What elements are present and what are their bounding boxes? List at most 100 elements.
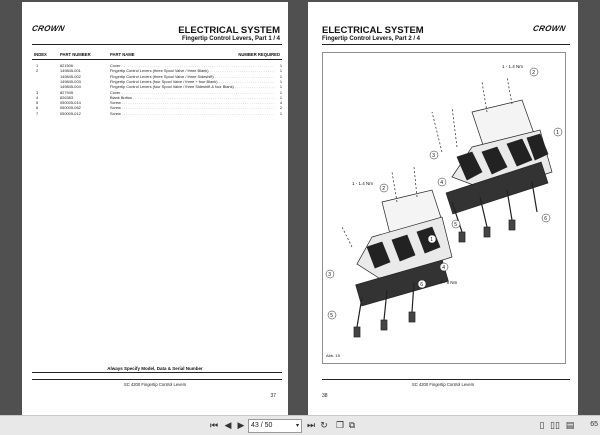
header-rule [322,44,570,45]
row-index: 3 [36,89,39,95]
svg-text:3: 3 [432,153,435,159]
col-header-part-number: PART NUMBER [60,52,91,57]
page-subtitle: Fingertip Control Levers, Part 1 / 4 [181,36,280,42]
upper-assembly-drawing [431,76,553,243]
two-page-icon[interactable]: ▯▯ [550,421,560,431]
row-quantity: 1 [278,94,282,100]
row-part-name: Blank Button [110,95,275,100]
page-37: CROWN ELECTRICAL SYSTEM Fingertip Contro… [22,2,288,415]
scroll-icon[interactable]: ▤ [565,421,575,431]
row-quantity: 1 [278,78,282,84]
svg-text:2: 2 [382,186,385,192]
zoom-level[interactable]: 65 [590,421,598,428]
row-part-name: Cover [110,63,275,68]
row-quantity: 1 [278,73,282,79]
row-part-name: Screw [110,111,275,116]
row-quantity: 2 [278,105,282,111]
row-part-name: Screw [110,100,275,105]
row-part-number: 050005-062 [60,105,81,111]
table-row: 6 050005-062 Screw2 [32,105,282,111]
table-row: 149845-002 Fingertip Control Levers (thre… [32,73,282,79]
first-page-icon[interactable]: ⏮ [209,421,219,431]
svg-text:6: 6 [420,282,423,288]
prev-page-icon[interactable]: ◀ [224,421,232,431]
torque-label-top: 1 - 1.4 Nm [502,64,523,69]
callout-markers: 2 1 3 4 6 2 5 1 3 4 6 5 [325,67,563,320]
row-part-number: 050005-014 [60,100,81,106]
viewer-toolbar: ⏮ ◀ ▶ 43 / 50 ▾ ⏭ ↻ ❐ ⧉ ▯ ▯▯ ▤ 65 [0,415,600,435]
row-index: 6 [36,105,39,111]
next-page-icon[interactable]: ▶ [237,421,245,431]
row-part-number: 149845-001 [60,68,81,74]
svg-text:6: 6 [544,216,547,222]
svg-text:1: 1 [430,237,433,243]
row-part-name: Fingertip Control Levers (four Spool Val… [110,79,275,84]
svg-text:1: 1 [556,130,559,136]
page-38: ELECTRICAL SYSTEM Fingertip Control Leve… [308,2,578,415]
row-part-name: Fingertip Control Levers (four Spool Val… [110,84,275,89]
row-part-name: Fingertip Control Levers (three Spool Va… [110,74,275,79]
footer-doc-title: SC 4200 Fingertip Control Levers [411,382,475,387]
page-title: ELECTRICAL SYSTEM [178,25,280,36]
row-part-number: 050005-012 [60,110,81,116]
table-row: 149845-004 Fingertip Control Levers (four… [32,84,282,90]
header-rule [32,44,282,45]
row-quantity: 1 [278,63,282,68]
svg-text:4: 4 [442,265,445,271]
page-number: 37 [270,393,276,399]
footer-rule [322,379,570,380]
row-quantity: 1 [278,84,282,90]
torque-label-bottom: 7 - 9 Nm [440,280,458,285]
rotate-icon[interactable]: ↻ [320,421,328,431]
exploded-diagram: 2 1 3 4 6 2 5 1 3 4 6 5 1 - 1.4 Nm 1 - 1… [322,52,566,364]
page-number-input[interactable]: 43 / 50 ▾ [248,419,302,433]
row-index: 4 [36,94,39,100]
table-header-rule [32,59,282,60]
figure-label: Abb. 15 [326,353,341,358]
svg-text:5: 5 [454,222,457,228]
footer-doc-title: SC 4200 Fingertip Control Levers [123,382,187,387]
page-subtitle: Fingertip Control Levers, Part 2 / 4 [322,36,421,42]
table-row: 5 050005-014 Screw4 [32,100,282,106]
fit-page-icon[interactable]: ⧉ [348,421,356,431]
table-row: 1821506Cover1 [32,63,282,68]
svg-text:3: 3 [328,272,331,278]
page-number: 38 [322,393,328,399]
svg-text:5: 5 [330,313,333,319]
last-page-icon[interactable]: ⏭ [306,421,316,431]
row-part-number: 821506 [60,63,73,68]
row-part-number: 149845-003 [60,78,81,84]
table-row: 3827945Cover1 [32,89,282,95]
table-row: 149845-003 Fingertip Control Levers (four… [32,78,282,84]
row-part-number: 149845-002 [60,73,81,79]
row-part-number: 827945 [60,89,73,95]
row-quantity: 1 [278,89,282,95]
page-display: 43 / 50 [251,422,273,429]
svg-text:2: 2 [532,70,535,76]
row-index: 1 [36,63,39,68]
torque-label-mid: 1 - 1.4 Nm [352,181,373,186]
single-page-icon[interactable]: ▯ [539,421,545,431]
footer-rule-bottom [32,379,282,380]
col-header-index: INDEX [34,52,47,57]
copy-icon[interactable]: ❐ [335,421,345,431]
footer-rule-top [32,372,282,373]
chevron-down-icon[interactable]: ▾ [295,423,299,429]
row-part-name: Screw [110,105,275,110]
row-quantity: 1 [278,110,282,116]
lower-assembly-drawing [341,166,453,338]
page-title: ELECTRICAL SYSTEM [322,25,424,36]
row-quantity: 4 [278,100,282,106]
crown-logo: CROWN [31,24,66,33]
svg-text:4: 4 [440,180,443,186]
row-part-number: 149845-004 [60,84,81,90]
row-index: 2 [36,68,39,74]
table-row: 2 149845-001 Fingertip Control Levers (thr… [32,68,282,74]
col-header-part-name: PART NAME [110,52,135,57]
row-index: 5 [36,100,39,106]
row-part-name: Fingertip Control Levers (three Spool Va… [110,68,275,73]
crown-logo: CROWN [532,24,567,33]
